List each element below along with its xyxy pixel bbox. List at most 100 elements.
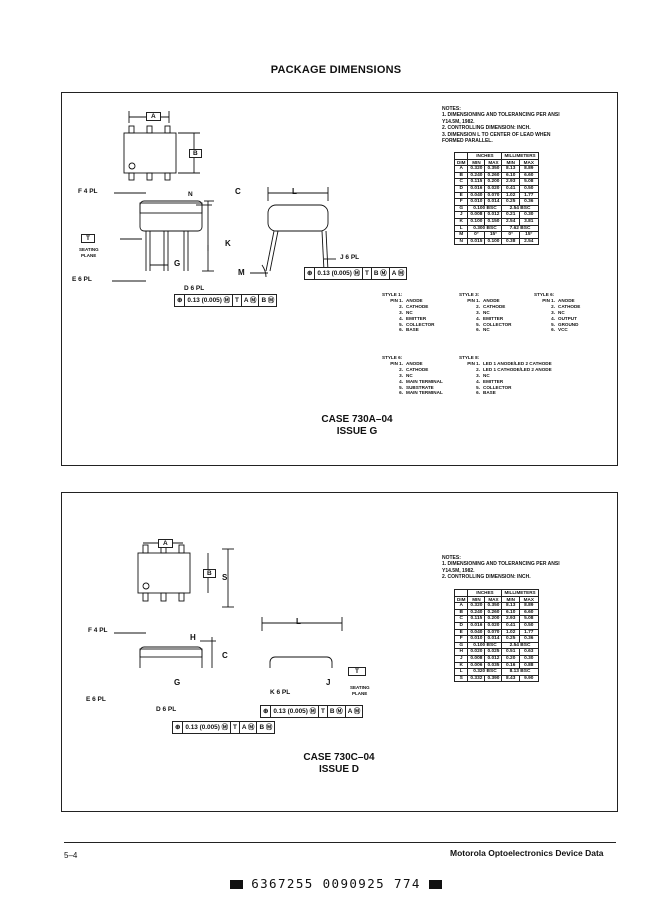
table-cell: 6.10 <box>501 171 520 180</box>
dim-b-label-c: B <box>203 569 216 578</box>
table-cell: 8.13 <box>501 602 520 610</box>
table-cell: 0.008 <box>467 654 486 663</box>
barcode-block-right <box>428 880 442 889</box>
table-cell: 8.89 <box>518 165 539 173</box>
table-cell: 1.77 <box>518 628 539 637</box>
table-cell: 0.41 <box>501 184 520 193</box>
case-label: CASE 730A–04 ISSUE G <box>321 414 393 437</box>
page-number: 5–4 <box>64 851 78 860</box>
table-cell: 0.100 BSC <box>467 641 503 650</box>
style-pin-row: 2.CATHODE <box>551 303 581 309</box>
table-cell: 5.08 <box>518 615 539 623</box>
table-cell: 0.100 BSC <box>467 204 503 213</box>
table-cell: 0.010 <box>467 198 486 206</box>
case-730a-frame: A B F 4 PL N C K G L M T SEATING PLANE E… <box>61 92 618 466</box>
table-cell: 1.02 <box>501 628 520 637</box>
dim-l-label-c: L <box>296 617 301 626</box>
style-name: STYLE 8: <box>459 355 480 360</box>
table-cell: 0.010 <box>467 635 486 643</box>
publication-title: Motorola Optoelectronics Device Data <box>450 848 604 858</box>
table-cell: 0.040 <box>467 628 486 637</box>
style-pin-row: 6.VCC <box>551 327 568 333</box>
dim-d-label: D 6 PL <box>184 285 205 292</box>
case-730a-drawing <box>112 111 336 282</box>
style-pin-row: 4.OUTPUT <box>551 315 577 321</box>
table-cell: 1.77 <box>518 191 539 200</box>
table-cell: 0.51 <box>501 648 520 656</box>
table-cell: 0.88 <box>518 661 539 670</box>
table-cell: 0.260 <box>484 171 503 180</box>
style-pin-row: 2.CATHODE <box>399 366 429 372</box>
table-cell: 0.115 <box>467 178 486 186</box>
barcode-text: 6367255 0090925 774 <box>251 876 421 891</box>
case-730c-frame: A B S F 4 PL H C L G J E 6 PL K 6 PL D 6… <box>61 492 618 812</box>
table-cell: E <box>453 628 469 637</box>
table-cell: 0.040 <box>467 191 486 200</box>
table-cell: 0.300 BSC <box>467 224 503 233</box>
style-pin-row: 3.NC <box>551 309 565 315</box>
table-cell: 0.36 <box>518 635 539 643</box>
table-cell: 0.016 <box>467 621 486 630</box>
style-pin-row: 4.EMITTER <box>476 378 504 384</box>
dim-e-label: E 6 PL <box>72 276 92 283</box>
style-pin-row: 4.EMITTER <box>476 315 504 321</box>
style-pin-row: 5.SUBSTRATE <box>399 384 434 390</box>
style-name: STYLE 1: <box>382 292 403 297</box>
seating-label-c: SEATING <box>350 685 370 690</box>
table-cell: 0.36 <box>518 198 539 206</box>
dim-f-label-c: F 4 PL <box>88 627 108 634</box>
table-cell: 2.54 <box>518 237 539 246</box>
table-cell: 0.008 <box>467 211 486 219</box>
seating-label: SEATING <box>79 247 99 252</box>
datum-t-label: T <box>81 234 95 243</box>
page-title: PACKAGE DIMENSIONS <box>270 64 402 76</box>
table-cell: 0° <box>501 231 520 239</box>
table-cell: 0.50 <box>518 184 539 193</box>
style-name: STYLE 6: <box>382 355 403 360</box>
style-pin-row: 3.NC <box>399 372 413 378</box>
table-cell: J <box>453 211 469 219</box>
dim-a-label: A <box>146 112 161 121</box>
table-cell: 15° <box>484 231 503 239</box>
table-cell: 6.10 <box>501 608 520 617</box>
table-cell: 0.240 <box>467 171 486 180</box>
table-cell: L <box>453 224 469 233</box>
style-pin-row: PIN 1.LED 1 ANODE/LED 2 CATHODE <box>467 360 552 366</box>
table-cell: 5.08 <box>518 178 539 186</box>
table-cell: 0.63 <box>518 648 539 656</box>
style-pin-row: 6.NC <box>476 327 490 333</box>
table-cell: 0.320 <box>467 165 486 173</box>
table-cell: H <box>453 648 469 656</box>
table-cell: 2.54 <box>501 217 520 226</box>
style-pin-row: 5.COLLECTOR <box>476 384 512 390</box>
table-cell: 0.350 <box>484 602 503 610</box>
table-cell: 0.320 <box>467 602 486 610</box>
table-cell: 0.015 <box>467 237 486 246</box>
table-cell: D <box>453 621 469 630</box>
table-cell: 0° <box>467 231 486 239</box>
table-cell: E <box>453 191 469 200</box>
table-cell: G <box>453 204 469 213</box>
table-cell: 0.260 <box>484 608 503 617</box>
dim-g-label: G <box>174 259 181 268</box>
table-cell: 0.25 <box>501 635 520 643</box>
table-cell: 2.54 BSC <box>501 204 539 213</box>
table-cell: 8.13 BSC <box>501 668 539 676</box>
table-cell: 0.41 <box>501 621 520 630</box>
